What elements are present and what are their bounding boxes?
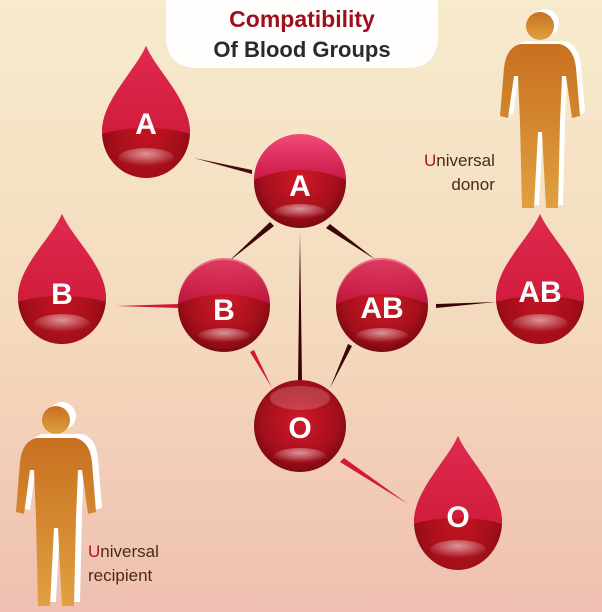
connector-o-ab bbox=[330, 344, 352, 388]
connector-b-a bbox=[228, 222, 274, 262]
universal-donor-line-2: donor bbox=[451, 175, 495, 194]
universal-recipient-line-2: recipient bbox=[88, 566, 153, 585]
donor-figure-icon bbox=[500, 9, 585, 208]
sphere-o bbox=[254, 380, 346, 472]
connector-o-drop bbox=[340, 458, 408, 504]
title-panel bbox=[166, 0, 438, 68]
drop-o-label: O bbox=[446, 501, 469, 534]
sphere-a bbox=[254, 134, 346, 228]
connector-ab-drop bbox=[436, 302, 496, 308]
drop-o bbox=[414, 436, 502, 570]
drop-b bbox=[18, 214, 106, 344]
connector-ab-a bbox=[326, 224, 376, 260]
recipient-rest: niversal bbox=[100, 542, 159, 561]
universal-donor-line-1: Universal bbox=[424, 149, 495, 173]
connector-b-drop bbox=[116, 304, 178, 308]
sphere-b bbox=[178, 258, 270, 352]
drop-b-label: B bbox=[51, 278, 73, 311]
connector-a-drop bbox=[194, 158, 252, 174]
title-line-1: Compatibility bbox=[229, 6, 375, 32]
universal-recipient-label: Universal recipient bbox=[88, 540, 159, 588]
drop-a-label: A bbox=[135, 108, 157, 141]
universal-recipient-line-1: Universal bbox=[88, 540, 159, 564]
donor-rest: niversal bbox=[436, 151, 495, 170]
recipient-initial: U bbox=[88, 542, 101, 561]
recipient-figure-icon bbox=[16, 402, 102, 606]
title-block: Compatibility Of Blood Groups bbox=[166, 0, 438, 68]
donor-initial: U bbox=[424, 151, 437, 170]
universal-donor-label: Universal donor bbox=[424, 149, 495, 197]
sphere-a-label: A bbox=[289, 170, 311, 203]
title-line-2: Of Blood Groups bbox=[213, 37, 391, 62]
sphere-ab bbox=[336, 258, 428, 352]
drop-a bbox=[102, 46, 190, 178]
sphere-b-label: B bbox=[213, 294, 235, 327]
drop-ab bbox=[496, 214, 584, 344]
connector-o-a bbox=[298, 232, 302, 380]
connectors bbox=[116, 158, 496, 504]
sphere-o-label: O bbox=[288, 412, 311, 445]
connector-o-b bbox=[250, 350, 272, 388]
drop-ab-label: AB bbox=[518, 276, 561, 309]
sphere-ab-label: AB bbox=[360, 292, 403, 325]
